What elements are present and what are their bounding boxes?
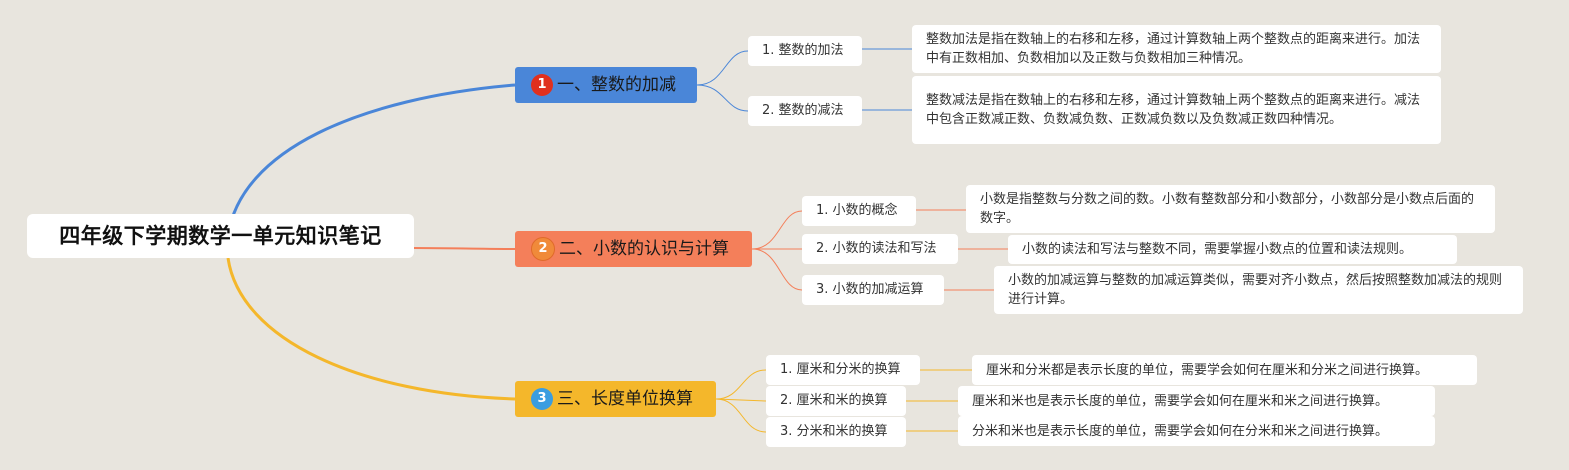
branch-label: 一、整数的加减 [557,75,676,95]
topic-dm-m-conversion[interactable]: 3. 分米和米的换算 [766,417,906,447]
branch-label: 二、小数的认识与计算 [559,239,729,259]
topic-cm-m-conversion[interactable]: 2. 厘米和米的换算 [766,386,906,416]
link-b1-t2 [696,84,749,112]
number-badge-icon: 1 [531,74,553,96]
branch-label: 三、长度单位换算 [557,389,693,409]
topic-integer-addition[interactable]: 1. 整数的加法 [748,36,862,66]
root-topic[interactable]: 四年级下学期数学一单元知识笔记 [27,214,414,258]
topic-cm-dm-conversion[interactable]: 1. 厘米和分米的换算 [766,355,920,385]
number-badge-icon: 2 [531,237,555,261]
desc-integer-subtraction[interactable]: 整数减法是指在数轴上的右移和左移，通过计算数轴上两个整数点的距离来进行。减法中包… [912,76,1441,144]
desc-decimal-add-subtract[interactable]: 小数的加减运算与整数的加减运算类似，需要对齐小数点，然后按照整数加减法的规则进行… [994,266,1523,314]
number-badge-icon: 3 [531,388,553,410]
branch-length-conversion[interactable]: 3 三、长度单位换算 [515,381,716,417]
topic-decimal-reading-writing[interactable]: 2. 小数的读法和写法 [802,234,958,264]
link-b2-t3 [751,248,803,291]
link-b3-t3 [715,398,767,433]
desc-decimal-reading-writing[interactable]: 小数的读法和写法与整数不同，需要掌握小数点的位置和读法规则。 [1008,235,1457,264]
link-root-branch2 [411,247,516,250]
branch-decimals[interactable]: 2 二、小数的认识与计算 [515,231,752,267]
desc-dm-m-conversion[interactable]: 分米和米也是表示长度的单位，需要学会如何在分米和米之间进行换算。 [958,416,1435,446]
link-b2-t1 [751,210,803,250]
link-root-branch1 [226,83,516,237]
topic-decimal-concept[interactable]: 1. 小数的概念 [802,196,916,226]
desc-cm-dm-conversion[interactable]: 厘米和分米都是表示长度的单位，需要学会如何在厘米和分米之间进行换算。 [972,355,1477,385]
link-root-branch3 [226,257,516,401]
desc-decimal-concept[interactable]: 小数是指整数与分数之间的数。小数有整数部分和小数部分，小数部分是小数点后面的数字… [966,185,1495,233]
branch-integer-add-subtract[interactable]: 1 一、整数的加减 [515,67,697,103]
topic-decimal-add-subtract[interactable]: 3. 小数的加减运算 [802,275,944,305]
desc-integer-addition[interactable]: 整数加法是指在数轴上的右移和左移，通过计算数轴上两个整数点的距离来进行。加法中有… [912,25,1441,73]
link-b1-t1 [696,50,749,86]
desc-cm-m-conversion[interactable]: 厘米和米也是表示长度的单位，需要学会如何在厘米和米之间进行换算。 [958,386,1435,416]
link-b3-t1 [715,369,767,400]
link-b3-t2 [715,398,767,402]
topic-integer-subtraction[interactable]: 2. 整数的减法 [748,96,862,126]
